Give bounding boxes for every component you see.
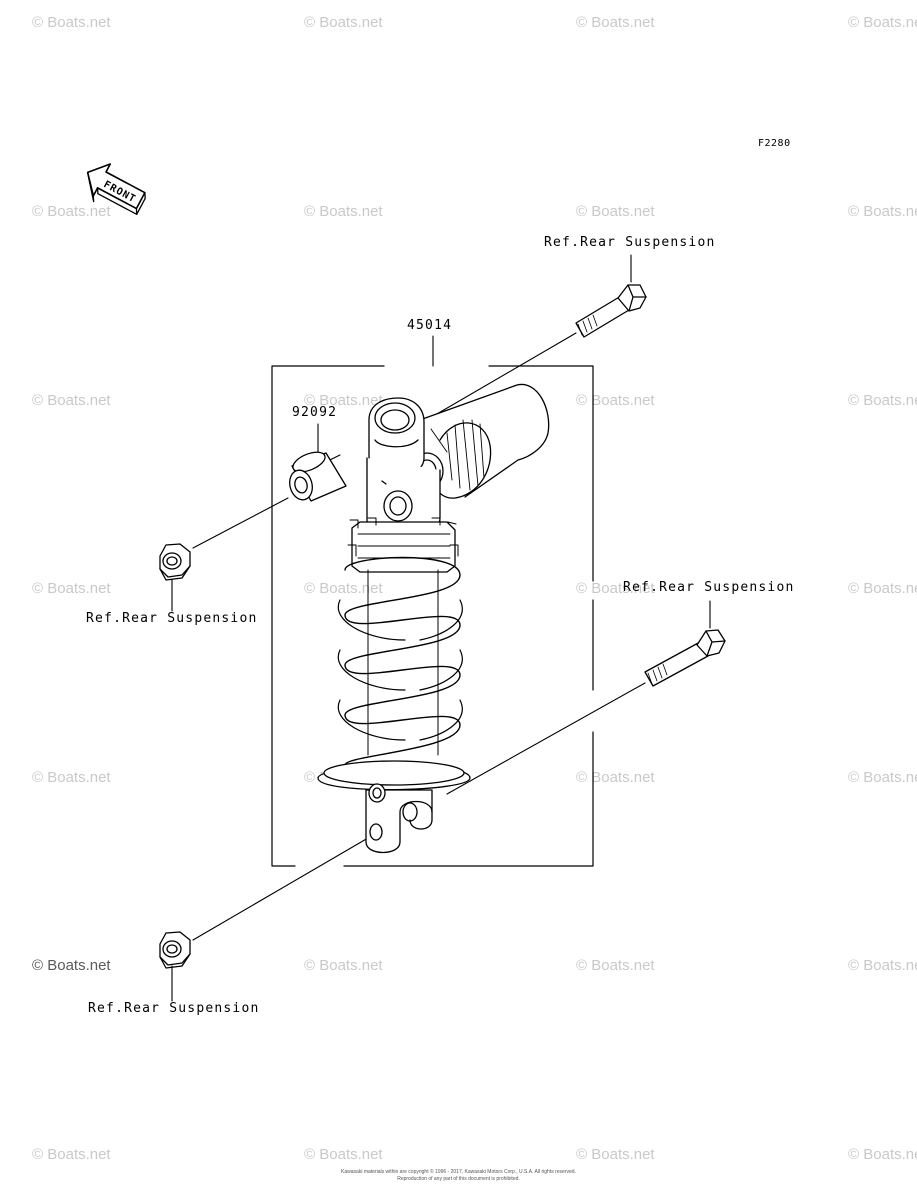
watermark: © Boats.net <box>576 203 655 220</box>
watermark: © Boats.net <box>304 580 383 597</box>
copyright-footer-line1: Kawasaki materials within are copyright … <box>341 1169 576 1175</box>
watermark: © Boats.net <box>848 1146 917 1163</box>
watermark: © Boats.net <box>848 769 917 786</box>
watermark: © Boats.net <box>304 957 383 974</box>
watermark: © Boats.net <box>304 392 383 409</box>
callout-ref-rear-suspension-top-nut[interactable]: Ref.Rear Suspension <box>86 611 258 626</box>
watermark: © Boats.net <box>848 14 917 31</box>
part-number-45014[interactable]: 45014 <box>407 318 453 333</box>
assembly-bracket-frame <box>271 365 594 867</box>
callout-ref-rear-suspension-bottom-bolt[interactable]: Ref.Rear Suspension <box>623 580 795 595</box>
watermark: © Boats.net <box>304 203 383 220</box>
watermark: © Boats.net <box>32 580 111 597</box>
bottom-bolt[interactable] <box>644 629 726 687</box>
bottom-nut[interactable] <box>159 931 191 969</box>
top-nut[interactable] <box>159 543 191 581</box>
top-bolt[interactable] <box>575 284 647 338</box>
watermark: © Boats.net <box>576 580 655 597</box>
callout-ref-rear-suspension-bottom-nut[interactable]: Ref.Rear Suspension <box>88 1001 260 1016</box>
front-arrow-icon: FRONT <box>86 163 146 216</box>
watermark: © Boats.net <box>304 14 383 31</box>
watermark: © Boats.net <box>32 203 111 220</box>
watermark: © Boats.net <box>304 1146 383 1163</box>
watermark: © Boats.net <box>32 14 111 31</box>
watermark: © Boats.net <box>576 957 655 974</box>
watermark: © Boats.net <box>32 769 111 786</box>
watermark: © Boats.net <box>576 769 655 786</box>
watermark: © Boats.net <box>848 957 917 974</box>
watermark: © Boats.net <box>32 1146 111 1163</box>
watermark: © Boats.net <box>576 1146 655 1163</box>
shock-absorber-45014[interactable] <box>317 383 550 854</box>
watermark: © Boats.net <box>576 14 655 31</box>
callout-ref-rear-suspension-top-bolt[interactable]: Ref.Rear Suspension <box>544 235 716 250</box>
part-number-92092[interactable]: 92092 <box>292 405 338 420</box>
watermark: © Boats.net <box>848 580 917 597</box>
watermark: © Boats.net <box>576 392 655 409</box>
figure-code: F2280 <box>758 138 791 149</box>
copyright-footer-line2: Reproduction of any part of this documen… <box>397 1176 520 1182</box>
watermark: © Boats.net <box>32 392 111 409</box>
collar-92092[interactable] <box>286 448 347 502</box>
watermark: © Boats.net <box>32 957 111 974</box>
watermark: © Boats.net <box>848 203 917 220</box>
watermark: © Boats.net <box>848 392 917 409</box>
